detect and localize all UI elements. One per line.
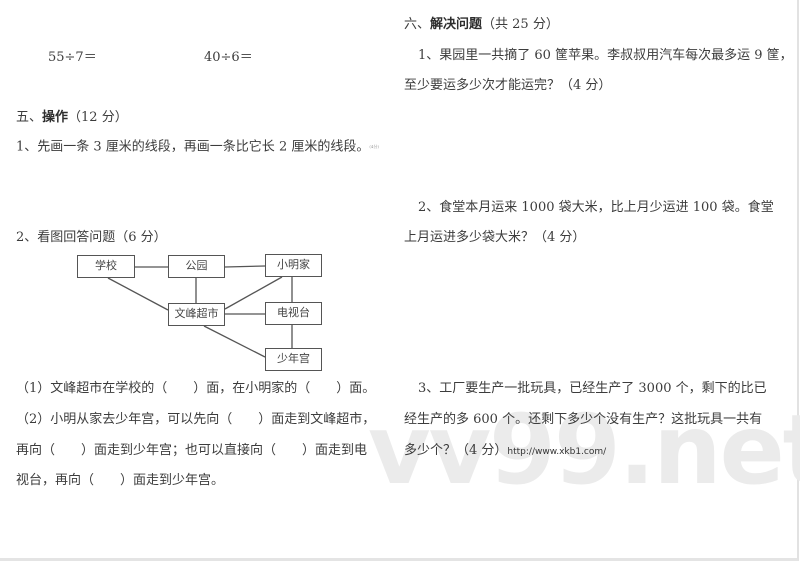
s6-q2-line-2: 上月运进多少袋大米？（4 分）: [404, 230, 586, 245]
node-xiaoming-home: 小明家: [265, 254, 322, 277]
s6-q1-line-1: 1、果园里一共摘了 60 筐苹果。李叔叔用汽车每次最多运 9 筐，: [418, 48, 793, 63]
section5-q2-title: 2、看图回答问题（6 分）: [16, 230, 167, 245]
node-tv-station: 电视台: [265, 302, 322, 325]
watermark: vv99.net: [368, 394, 800, 506]
q2-line-2: （2）小明从家去少年宫，可以先向（ ）面走到文峰超市，: [16, 412, 376, 427]
node-park: 公园: [168, 255, 225, 278]
source-url: http://www.xkb1.com/: [507, 447, 607, 457]
s6-q2-line-1: 2、食堂本月运来 1000 袋大米，比上月少运进 100 袋。食堂: [418, 200, 774, 215]
section5-number: 五、: [16, 110, 43, 125]
section5-title: 五、操作（12 分）: [16, 110, 128, 126]
section6-number: 六、: [404, 17, 431, 32]
q2-line-3: 再向（ ）面走到少年宫；也可以直接向（ ）面走到电: [16, 443, 368, 458]
node-youth-palace: 少年宫: [265, 348, 322, 371]
section6-heading: 解决问题: [430, 17, 483, 32]
q1-score: (4分): [369, 144, 380, 149]
s6-q3-line-1: 3、工厂要生产一批玩具，已经生产了 3000 个，剩下的比已: [418, 381, 767, 396]
section6-title: 六、解决问题（共 25 分）: [404, 17, 559, 33]
s6-q3-line-2: 经生产的多 600 个。还剩下多少个没有生产？这批玩具一共有: [404, 412, 763, 427]
section5-score: （12 分）: [68, 110, 128, 125]
section5-q1: 1、先画一条 3 厘米的线段，再画一条比它长 2 厘米的线段。(4分): [16, 139, 379, 156]
q2-line-4: 视台，再向（ ）面走到少年宫。: [16, 473, 225, 488]
q2-line-1: （1）文峰超市在学校的（ ）面，在小明家的（ ）面。: [16, 381, 376, 396]
node-school: 学校: [77, 255, 135, 278]
s6-q1-line-2: 至少要运多少次才能运完？（4 分）: [404, 78, 612, 93]
calc-expression-2: 40÷6＝: [204, 50, 253, 65]
s6-q3-line-3: 多少个？（4 分）http://www.xkb1.com/: [404, 443, 606, 460]
node-supermarket: 文峰超市: [168, 303, 225, 326]
calc-expression-1: 55÷7＝: [48, 50, 97, 65]
section5-heading: 操作: [42, 110, 69, 125]
q1-text: 1、先画一条 3 厘米的线段，再画一条比它长 2 厘米的线段。: [16, 139, 370, 155]
s6-q3-line-3-text: 多少个？（4 分）: [404, 443, 508, 458]
section6-score: （共 25 分）: [482, 17, 559, 32]
